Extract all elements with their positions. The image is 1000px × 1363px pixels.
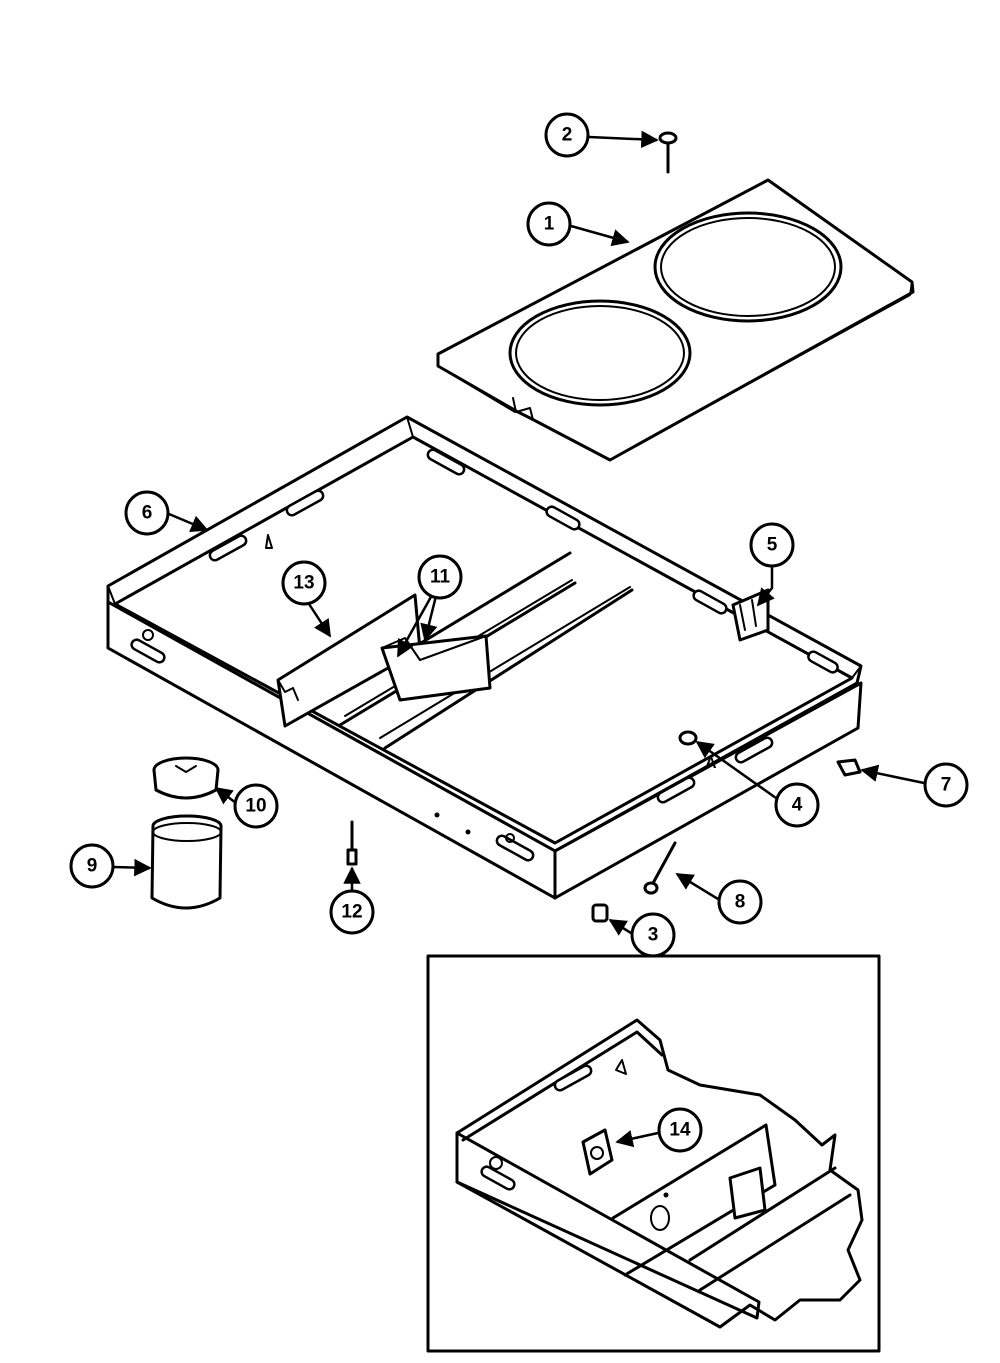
burner-opening-left [508,299,692,407]
inset-pan-detail [455,1018,864,1329]
callout-4: 4 [774,782,820,828]
svg-text:8: 8 [735,892,746,913]
long-screw [643,841,677,895]
svg-text:10: 10 [245,796,266,817]
pan-reference-mark: A [705,755,717,772]
svg-text:11: 11 [430,567,451,588]
svg-text:13: 13 [293,573,314,594]
svg-text:6: 6 [142,503,153,524]
callout-13: 13 [281,560,327,606]
cooktop-top-plate [436,178,915,462]
screw-top [658,131,678,174]
svg-text:1: 1 [544,214,555,235]
burner-opening-right [653,211,843,323]
svg-text:5: 5 [767,535,778,556]
callout-leaders [112,130,925,1148]
callout-14: 14 [657,1107,703,1153]
callout-1: 1 [526,201,572,247]
callout-12: 12 [329,889,375,935]
burner-pan [106,415,863,900]
callout-2: 2 [544,112,590,158]
callout-10: 10 [233,783,279,829]
svg-text:2: 2 [562,125,573,146]
callout-6: 6 [124,490,170,536]
pin [346,820,358,866]
svg-text:7: 7 [941,775,952,796]
callout-11: 11 [417,554,463,600]
nut [591,903,609,923]
callout-7: 7 [923,762,969,808]
svg-text:14: 14 [669,1120,691,1141]
clip [836,758,862,777]
callout-5: 5 [749,522,795,568]
svg-text:9: 9 [87,856,98,877]
jar [150,814,223,910]
callout-3: 3 [630,912,676,958]
callout-9: 9 [69,843,115,889]
svg-text:4: 4 [792,795,803,816]
svg-text:12: 12 [341,902,362,923]
svg-text:3: 3 [648,925,659,946]
callout-8: 8 [717,879,763,925]
jar-cap [152,756,220,800]
inset-plate [581,1128,614,1176]
